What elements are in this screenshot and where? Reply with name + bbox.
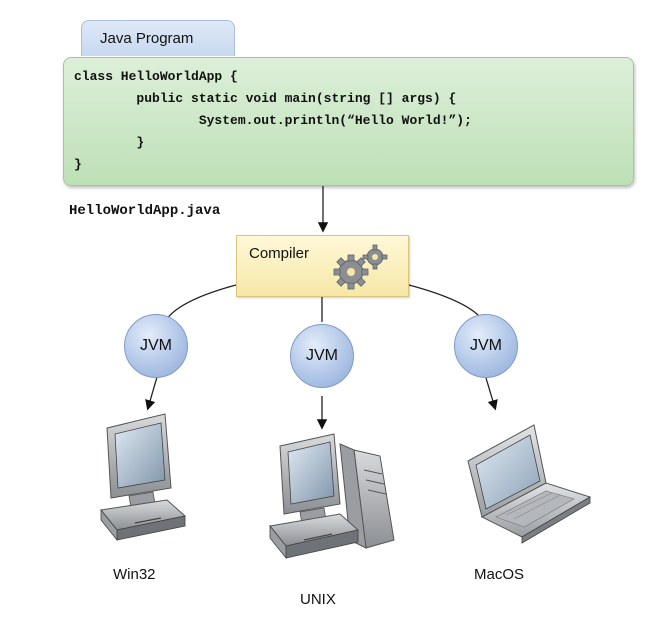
java-program-tab: Java Program: [81, 20, 235, 56]
code-line: public static void main(string [] args) …: [74, 91, 457, 106]
code-line: class HelloWorldApp {: [74, 69, 238, 84]
line-compiler-to-jvm1: [165, 284, 237, 321]
code-line: }: [74, 157, 82, 172]
platform-label-unix: UNIX: [300, 591, 336, 608]
code-line: }: [74, 135, 145, 150]
platform-label-macos: MacOS: [474, 566, 525, 583]
java-program-tab-label: Java Program: [100, 30, 194, 47]
jvm-node-win32: JVM: [124, 314, 188, 378]
source-filename: HelloWorldApp.java: [69, 203, 221, 219]
code-line: System.out.println(“Hello World!”);: [74, 113, 472, 128]
compiler-box: Compiler: [236, 235, 409, 297]
jvm-label: JVM: [140, 337, 172, 354]
jvm-node-macos: JVM: [454, 314, 518, 378]
line-compiler-to-jvm3: [408, 284, 482, 319]
jvm-label: JVM: [306, 347, 338, 364]
tower-computer-icon: [269, 433, 395, 560]
jvm-node-unix: JVM: [290, 324, 354, 388]
arrow-jvm1-to-win32: [145, 376, 158, 411]
gears-icon: [333, 244, 388, 290]
compiler-label: Compiler: [249, 245, 310, 262]
jvm-label: JVM: [470, 337, 502, 354]
desktop-computer-icon: [100, 413, 187, 542]
code-box: class HelloWorldApp { public static void…: [63, 57, 634, 186]
platform-label-win32: Win32: [113, 566, 156, 583]
arrow-jvm3-to-macos: [485, 377, 498, 411]
laptop-icon: [467, 424, 592, 544]
